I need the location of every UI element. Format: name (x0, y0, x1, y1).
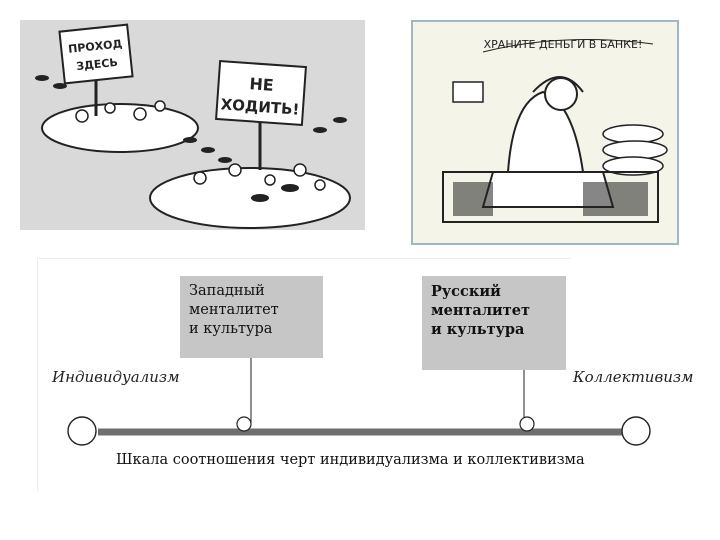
russian-line-2: менталитет (431, 302, 530, 319)
sign-bottom-line-2: ХОДИТЬ! (220, 95, 300, 118)
western-line-1: Западный (189, 283, 265, 299)
russian-line-1: Русский (431, 283, 501, 300)
right-end-circle (621, 416, 651, 446)
russian-line-3: и культура (431, 321, 525, 338)
western-mentality-box: Западный менталитет и культура (180, 276, 323, 358)
western-line-2: менталитет (189, 302, 279, 318)
sign-top-line-1: ПРОХОД (68, 37, 124, 56)
cartoon-caption: ХРАНИТЕ ДЕНЬГИ В БАНКЕ! (484, 38, 643, 51)
cartoon-path-signs: ПРОХОД ЗДЕСЬ НЕ ХОДИТЬ! (20, 20, 365, 230)
sign-top-line-2: ЗДЕСЬ (76, 56, 119, 73)
russian-marker (519, 416, 535, 432)
cartoon-woman-savings: ХРАНИТЕ ДЕНЬГИ В БАНКЕ! (411, 20, 679, 245)
individualism-label: Индивидуализм (52, 368, 180, 386)
western-marker (236, 416, 252, 432)
left-end-circle (67, 416, 97, 446)
sign-bottom-line-1: НЕ (249, 74, 275, 95)
collectivism-label: Коллективизм (573, 368, 694, 386)
russian-mentality-box: Русский менталитет и культура (422, 276, 566, 370)
scale-caption: Шкала соотношения черт индивидуализма и … (116, 452, 585, 468)
western-line-3: и культура (189, 321, 273, 337)
